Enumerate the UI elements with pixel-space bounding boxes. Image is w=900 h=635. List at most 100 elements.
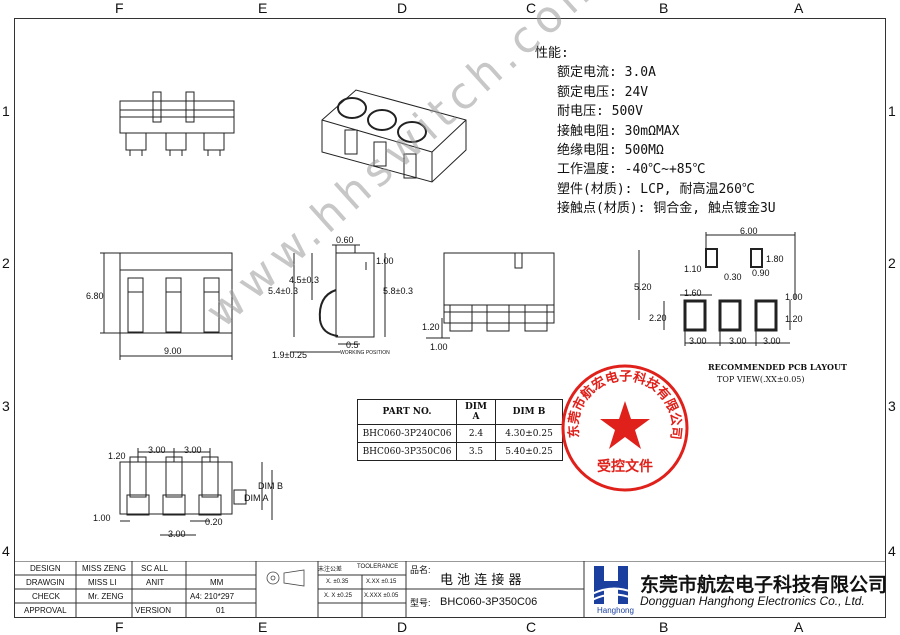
spec-line: 工作温度: -40℃~+85℃ — [557, 162, 706, 178]
tb-label-approval: APPROVAL — [24, 606, 67, 615]
dim-front-height: 6.80 — [86, 291, 104, 301]
zone-number-left: 1 — [2, 103, 10, 119]
tb-tol: X. X ±0.25 — [324, 593, 352, 599]
front-view — [100, 252, 233, 360]
zone-letter-bottom: E — [258, 619, 268, 635]
tb-paper: A4: 210*297 — [190, 592, 235, 601]
tb-tol: X.XX ±0.15 — [366, 579, 397, 585]
dim-side-h1: 4.5±0.3 — [289, 275, 319, 285]
zone-letter-top: A — [794, 0, 804, 16]
zone-number-right: 1 — [888, 103, 896, 119]
logo-text: Hanghong — [597, 606, 634, 615]
zone-number-left: 2 — [2, 255, 10, 271]
tb-version-label: VERSION — [135, 606, 172, 615]
tb-product-label: 品名: — [410, 565, 431, 575]
dim-pcb: 3.00 — [763, 336, 781, 346]
table-header-row: PART NO. DIM A DIM B — [357, 399, 563, 425]
table-cell: BHC060-3P350C06 — [357, 442, 457, 461]
zone-number-right: 4 — [888, 543, 896, 559]
tb-unit-value: MM — [210, 578, 224, 587]
table-cell: 2.4 — [456, 424, 496, 443]
table-cell: 5.40±0.25 — [495, 442, 563, 461]
dim-pcb: 1.00 — [785, 292, 803, 302]
table-cell: 4.30±0.25 — [495, 424, 563, 443]
dim-pcb: 3.00 — [729, 336, 747, 346]
dim-side-note: WORKING POSITION — [340, 350, 390, 356]
table-header: DIM A — [456, 399, 496, 425]
table-header: PART NO. — [357, 399, 457, 425]
tb-label-check: CHECK — [32, 592, 61, 601]
pcb-layout-subtitle: TOP VIEW(.XX±0.05) — [717, 375, 805, 384]
tb-tol-header-a: 未注公差 — [318, 567, 343, 573]
dim-pcb: 1.10 — [684, 264, 702, 274]
dim-pcb: 1.20 — [785, 314, 803, 324]
specifications: 性能: 额定电流: 3.0A 额定电压: 24V 耐电压: 500V 接触电阻:… — [535, 44, 776, 219]
title-block-grid — [14, 561, 886, 618]
dim-pcb: 1.60 — [684, 288, 702, 298]
zone-number-left: 4 — [2, 543, 10, 559]
tb-product-name: 电 池 连 接 器 — [440, 573, 522, 588]
dim-side-one: 1.00 — [376, 256, 394, 266]
table-row: BHC060-3P240C06 2.4 4.30±0.25 — [357, 424, 563, 443]
tb-unit-label: ANIT — [146, 578, 165, 587]
tb-version-value: 01 — [216, 606, 225, 615]
isometric-view — [321, 89, 467, 183]
tb-tol-header-b: TOOLERANCE — [357, 564, 399, 570]
zone-number-right: 3 — [888, 398, 896, 414]
zone-letter-bottom: C — [526, 619, 537, 635]
zone-letter-bottom: B — [659, 619, 669, 635]
rear-view — [426, 252, 555, 339]
dim-pcb: 1.80 — [766, 254, 784, 264]
spec-line: 接触电阻: 30mΩMAX — [557, 123, 680, 139]
table-cell: 3.5 — [456, 442, 496, 461]
dim-side-top: 0.60 — [336, 235, 354, 245]
tb-tol: X. ±0.35 — [326, 579, 349, 585]
spec-heading: 性能: — [535, 46, 569, 61]
tb-name-drawgin: MISS LI — [88, 578, 117, 587]
side-view — [290, 244, 386, 353]
tb-name-check: Mr. ZENG — [88, 592, 124, 601]
part-number-table: PART NO. DIM A DIM B BHC060-3P240C06 2.4… — [357, 399, 563, 461]
projection-symbol — [266, 569, 305, 587]
dim-bottom: 1.00 — [93, 513, 111, 523]
spec-line: 额定电流: 3.0A — [557, 65, 656, 81]
zone-number-right: 2 — [888, 255, 896, 271]
company-logo-icon — [592, 566, 633, 604]
top-view — [119, 91, 235, 156]
dim-bottom: DIM B — [258, 481, 284, 491]
company-stamp: 东莞市航宏电子科技有限公司 受控文件 — [561, 364, 689, 492]
spec-line: 接触点(材质): 铜合金, 触点镀金3U — [557, 201, 776, 217]
spec-line: 塑件(材质): LCP, 耐高温260℃ — [557, 181, 755, 197]
dim-rear-left: 1.20 — [422, 322, 440, 332]
dim-side-bottom: 1.9±0.25 — [272, 350, 307, 360]
dim-side-right: 5.8±0.3 — [383, 286, 413, 296]
dim-bottom: 1.20 — [108, 451, 126, 461]
tb-scale-label: SC ALL — [141, 564, 169, 573]
tb-model-name: BHC060-3P350C06 — [440, 596, 538, 608]
pcb-layout-view — [638, 232, 796, 346]
zone-letter-bottom: F — [115, 619, 124, 635]
bottom-view — [119, 448, 273, 536]
dim-pcb: 6.00 — [740, 226, 758, 236]
stamp-center-text: 受控文件 — [597, 458, 653, 475]
spec-line: 绝缘电阻: 500MΩ — [557, 143, 664, 159]
zone-letter-top: F — [115, 0, 124, 16]
company-name-en: Dongguan Hanghong Electronics Co., Ltd. — [640, 594, 865, 608]
tb-model-label: 型号: — [410, 598, 431, 608]
dim-rear-bottom: 1.00 — [430, 342, 448, 352]
dim-bottom: 3.00 — [148, 445, 166, 455]
table-header: DIM B — [495, 399, 563, 425]
table-cell: BHC060-3P240C06 — [357, 424, 457, 443]
zone-number-left: 3 — [2, 398, 10, 414]
tb-label-drawgin: DRAWGIN — [26, 578, 65, 587]
dim-side-h2: 5.4±0.3 — [268, 286, 298, 296]
spec-line: 额定电压: 24V — [557, 84, 649, 100]
dim-pcb: 5.20 — [634, 282, 652, 292]
zone-letter-bottom: D — [397, 619, 408, 635]
tb-label-design: DESIGN — [30, 564, 61, 573]
zone-letter-top: B — [659, 0, 669, 16]
zone-letter-bottom: A — [794, 619, 804, 635]
dim-bottom: 3.00 — [184, 445, 202, 455]
zone-letter-top: E — [258, 0, 268, 16]
tb-name-design: MISS ZENG — [82, 564, 127, 573]
